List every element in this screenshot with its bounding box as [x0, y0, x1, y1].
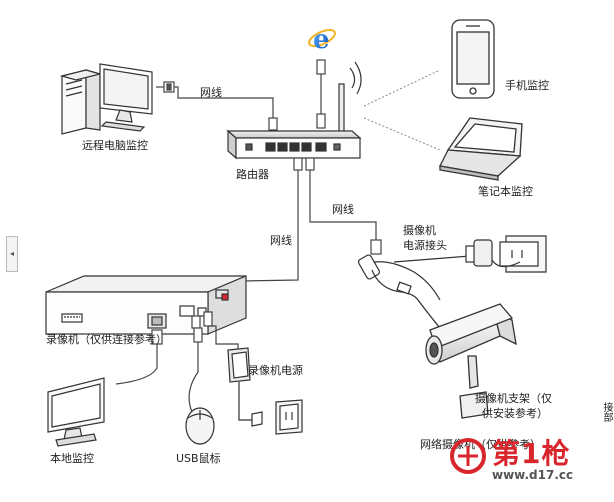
camera-power-connector — [357, 254, 441, 301]
pc-to-router-cable — [156, 81, 278, 131]
remote-pc-icon — [59, 63, 153, 135]
pc-cable-label: 网线 — [200, 86, 222, 99]
nvr-power-label: 录像机电源 — [248, 364, 303, 377]
nvr-label: 录像机（仅供连接参考） — [46, 333, 167, 346]
router-label: 路由器 — [236, 168, 269, 181]
phone-icon — [451, 19, 495, 99]
laptop-label: 笔记本监控 — [478, 185, 533, 198]
watermark-logo-icon — [450, 438, 486, 474]
remote-pc-label: 远程电脑监控 — [82, 139, 148, 152]
corner-partial-label: 接部 — [601, 402, 612, 422]
internet-explorer-icon: e — [308, 25, 336, 55]
local-monitor-label: 本地监控 — [50, 452, 94, 465]
watermark: 第1枪 www.d17.cc — [448, 430, 598, 498]
side-collapse-tab[interactable]: ◂ — [6, 236, 18, 272]
camera-cable-label: 网线 — [332, 203, 354, 216]
watermark-brand: 第1枪 — [492, 437, 571, 470]
usb-mouse-label: USB鼠标 — [176, 452, 221, 465]
phone-label: 手机监控 — [505, 79, 549, 92]
nvr-cable-label: 网线 — [270, 234, 292, 247]
camera-power-label-1: 摄像机 — [403, 224, 436, 237]
laptop-icon — [439, 117, 523, 181]
bracket-label-1: 摄像机支架（仅 — [475, 392, 552, 405]
power-adapter-plug — [393, 235, 547, 273]
network-camera-icon — [417, 299, 517, 419]
local-monitor-icon — [47, 377, 105, 447]
bracket-label-2: 供安装参考） — [482, 407, 548, 420]
nvr-power-adapter-icon — [227, 347, 303, 435]
router-icon — [226, 61, 362, 160]
router-to-camera-cable — [305, 157, 382, 255]
nvr-recorder-icon — [45, 275, 247, 335]
camera-power-label-2: 电源接头 — [403, 239, 447, 252]
usb-mouse-icon — [185, 407, 215, 445]
internet-cable — [316, 59, 326, 129]
wireless-links — [363, 69, 441, 151]
svg-text:e: e — [313, 25, 330, 55]
watermark-url: www.d17.cc — [492, 468, 574, 482]
